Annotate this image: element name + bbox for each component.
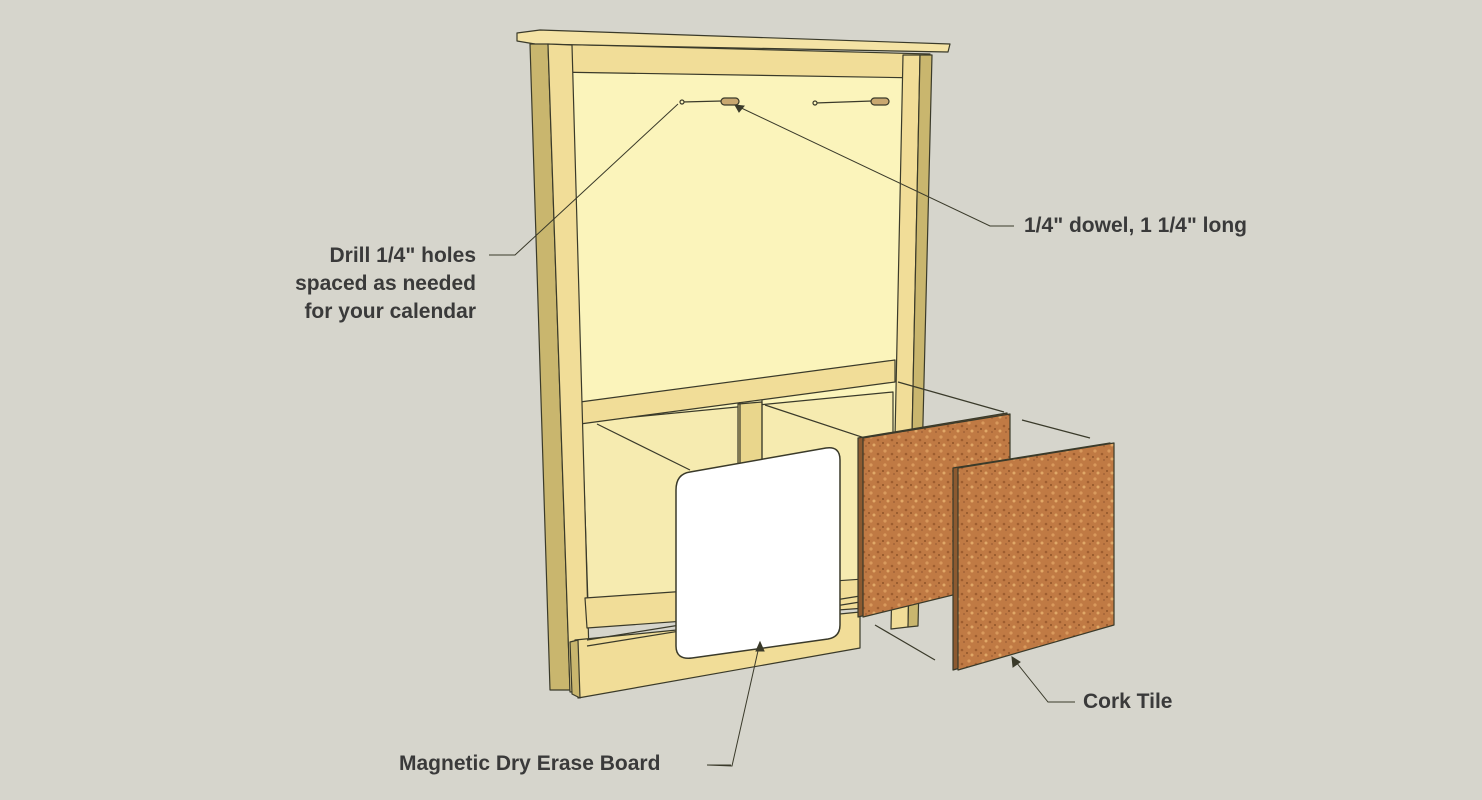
leader-board — [706, 641, 761, 767]
arrowhead-dowel — [734, 104, 745, 113]
drill-holes-line-3: for your calendar — [304, 300, 476, 323]
cork-tile-callout: Cork Tile — [1083, 690, 1173, 713]
dry-erase-board-callout: Magnetic Dry Erase Board — [399, 752, 661, 775]
drill-holes-callout: Drill 1/4" holes spaced as needed for yo… — [295, 242, 476, 326]
leader-dowel — [734, 104, 1014, 227]
leader-lines — [489, 103, 1075, 767]
drill-holes-line-1: Drill 1/4" holes — [329, 244, 476, 267]
drill-holes-line-2: spaced as needed — [295, 272, 476, 295]
crown-cap — [516, 29, 951, 53]
projection-lines — [874, 381, 1091, 661]
dowel-left — [720, 97, 740, 106]
cork-tile-front — [952, 442, 1115, 671]
hole-right — [812, 100, 818, 106]
leader-cork — [1011, 656, 1075, 703]
arrowhead-cork — [1011, 656, 1021, 668]
leader-drill — [489, 103, 679, 256]
hole-left — [679, 99, 685, 105]
dowel-callout: 1/4" dowel, 1 1/4" long — [1024, 214, 1247, 237]
base-plank-side — [569, 639, 581, 699]
dowels — [679, 97, 890, 106]
dry-erase-board — [675, 447, 841, 659]
dowel-right — [870, 97, 890, 106]
arrowhead-board — [755, 640, 765, 652]
